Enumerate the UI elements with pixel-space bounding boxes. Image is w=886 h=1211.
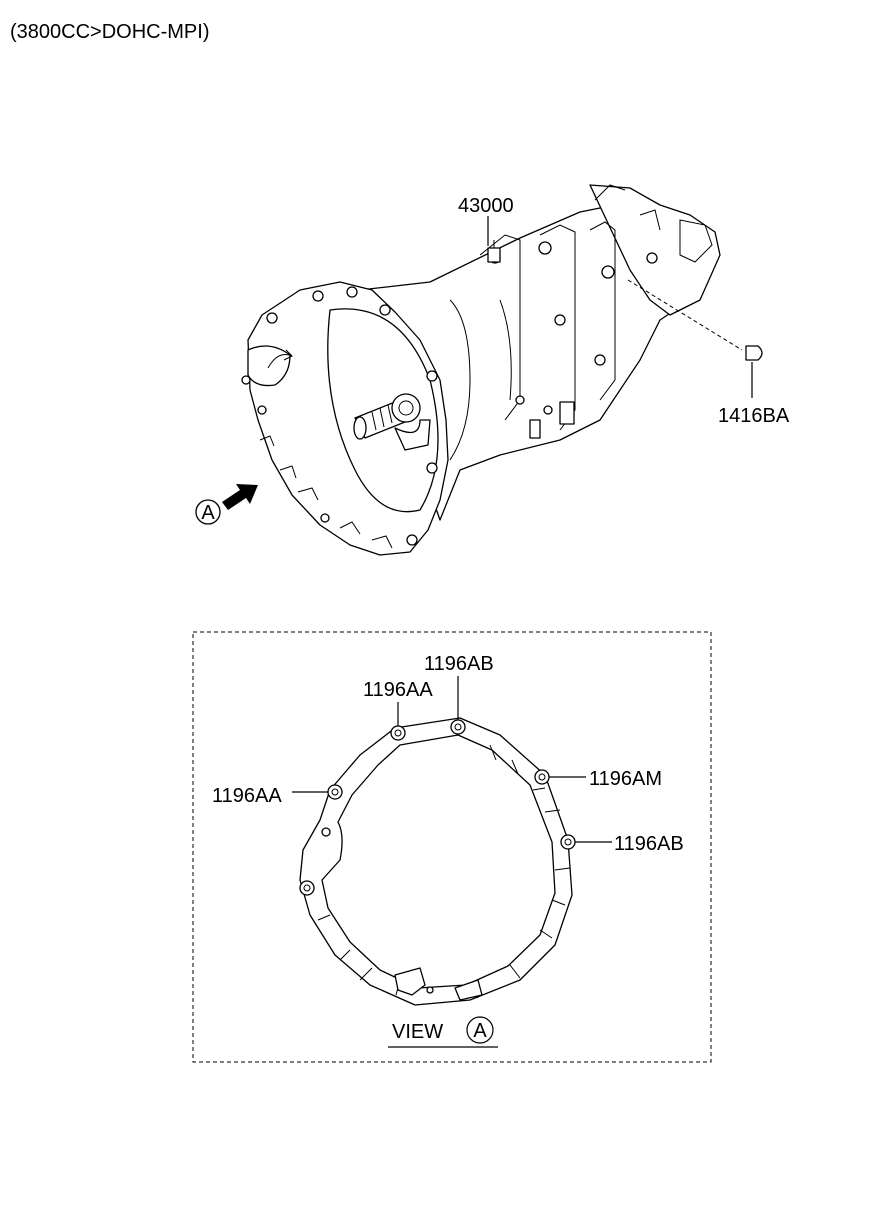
- plug-dashed-leader: [627, 279, 743, 351]
- view-caption-circle-icon: [466, 1016, 494, 1044]
- label-right-lower: 1196AB: [614, 833, 684, 855]
- plug-icon: [745, 345, 763, 361]
- label-top-left: 1196AA: [363, 679, 433, 701]
- view-caption-text: VIEW: [392, 1021, 443, 1043]
- view-a-direction-marker: A: [195, 484, 258, 525]
- view-a-marker-letter: A: [201, 502, 215, 524]
- view-a-caption: VIEW A: [388, 1016, 498, 1048]
- header-title: (3800CC>DOHC-MPI): [10, 21, 209, 43]
- label-right-upper: 1196AM: [589, 768, 662, 790]
- view-a-frame: [192, 631, 712, 1063]
- plug-part-number: 1416BA: [718, 405, 790, 427]
- view-caption-letter: A: [473, 1020, 487, 1042]
- view-arrow-icon: [222, 484, 258, 510]
- label-left: 1196AA: [212, 785, 282, 807]
- view-a-circle-icon: [195, 499, 221, 525]
- transmission-assembly: [241, 184, 721, 556]
- view-a-gasket: [299, 717, 576, 1006]
- label-top-right: 1196AB: [424, 653, 494, 675]
- assembly-part-number: 43000: [458, 195, 514, 217]
